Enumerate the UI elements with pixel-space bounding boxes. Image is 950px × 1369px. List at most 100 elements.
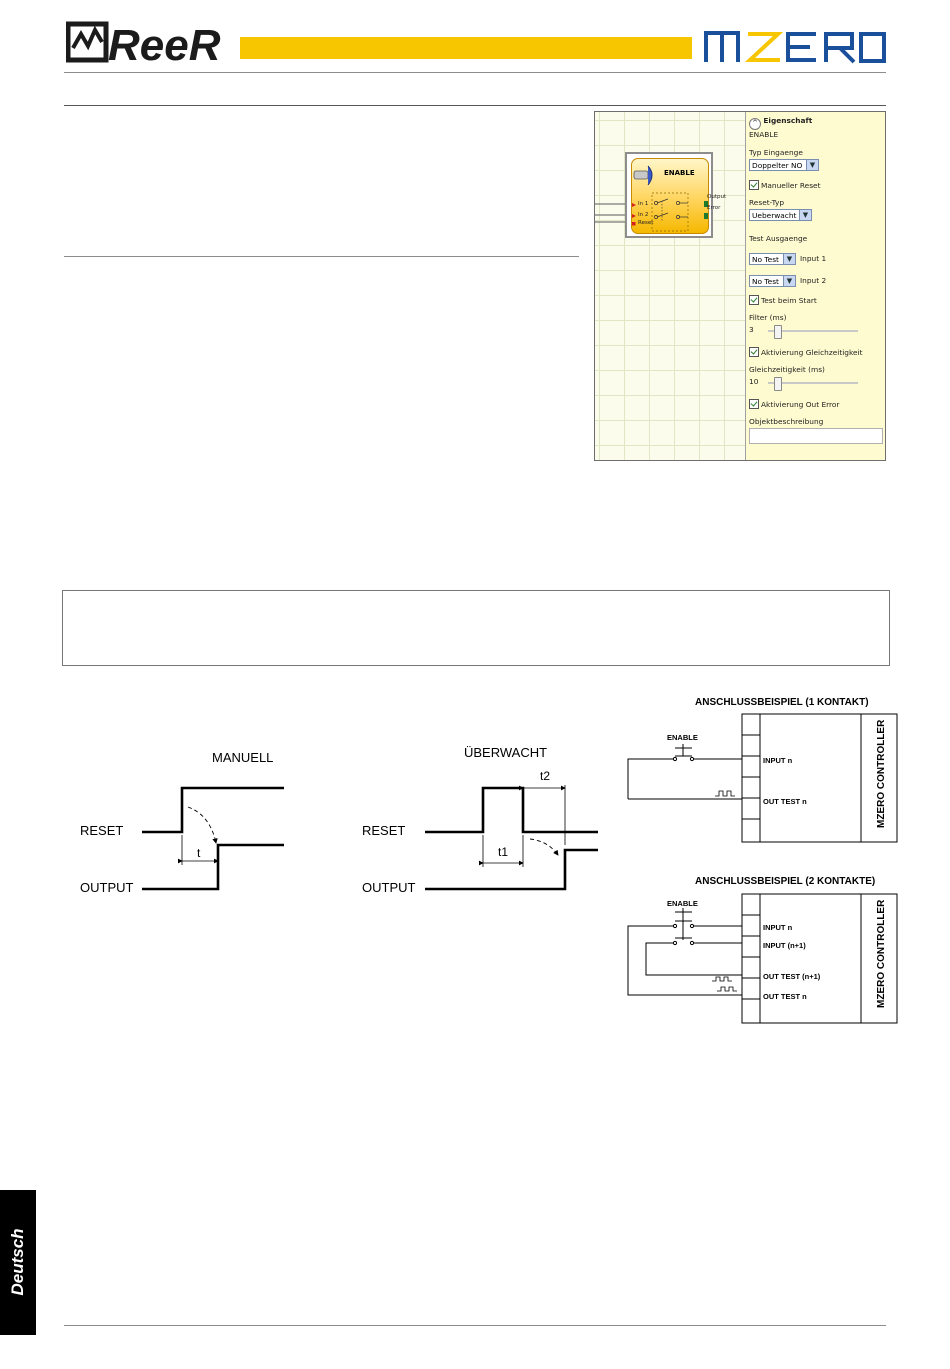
ex1-title: ANSCHLUSSBEISPIEL (1 KONTAKT) — [695, 697, 869, 708]
designer-screenshot: ENABLE In 1 In 2 Reset Output Error ^ Ei… — [594, 111, 886, 461]
ueberwacht-reset-label: RESET — [362, 823, 405, 838]
ex2-input2-label: INPUT (n+1) — [763, 941, 806, 950]
enable-symbol-icon — [647, 165, 653, 186]
block-input-in2: In 2 — [638, 212, 649, 218]
typ-eingaenge-select[interactable]: Doppelter NO▼ — [749, 159, 819, 171]
block-error-label: Error — [707, 205, 721, 211]
manuell-output-label: OUTPUT — [80, 880, 134, 895]
mzero-logo — [704, 31, 886, 64]
reset-typ-select[interactable]: Ueberwacht▼ — [749, 209, 812, 221]
note-box — [62, 590, 890, 666]
gleichzeitigkeit-checkbox[interactable] — [749, 347, 759, 357]
gleichzeitigkeit-slider-track[interactable] — [768, 382, 858, 384]
timing-diagrams: MANUELL RESET OUTPUT t ÜBERWACHT RESET O… — [80, 745, 598, 895]
ex1-controller-label: MZERO CONTROLLER — [876, 719, 887, 828]
test-start-label: Test beim Start — [761, 296, 817, 305]
ex2-test-pulse-icon-1 — [712, 976, 732, 982]
block-input-reset: Reset — [638, 220, 654, 226]
reset-typ-value: Ueberwacht — [752, 211, 797, 220]
language-label: Deutsch — [8, 1228, 27, 1296]
manuell-t-label: t — [197, 846, 201, 860]
filter-slider-handle[interactable] — [774, 325, 782, 339]
section-rule — [64, 105, 886, 106]
ex1-test-label: OUT TEST n — [763, 797, 807, 806]
chevron-down-icon[interactable]: ▼ — [783, 276, 795, 286]
ueberwacht-t1-label: t1 — [498, 845, 508, 859]
gleichzeitigkeit-check-row[interactable]: Aktivierung Gleichzeitigkeit — [749, 347, 862, 357]
reset-typ-label: Reset-Typ — [749, 198, 785, 207]
filter-slider-track[interactable] — [768, 330, 858, 332]
ex2-test1-label: OUT TEST (n+1) — [763, 972, 821, 981]
objektbeschreibung-label: Objektbeschreibung — [749, 417, 824, 426]
chevron-down-icon[interactable]: ▼ — [806, 160, 818, 170]
ueberwacht-title: ÜBERWACHT — [464, 745, 547, 760]
manuell-reset-signal — [142, 786, 284, 834]
ueberwacht-causal-arrow — [529, 838, 559, 856]
enable-function-block[interactable]: ENABLE In 1 In 2 Reset Output Error — [625, 152, 726, 238]
typ-eingaenge-value: Doppelter NO — [752, 161, 803, 170]
manual-reset-checkbox[interactable] — [749, 180, 759, 190]
chevron-down-icon[interactable]: ▼ — [783, 254, 795, 264]
props-header[interactable]: ^ Eigenschaft — [749, 116, 812, 130]
reer-logo: ReeR — [66, 21, 221, 64]
wiring-example-2: ANSCHLUSSBEISPIEL (2 KONTAKTE) INPUT n I… — [627, 876, 898, 1024]
typ-eingaenge-label: Typ Eingaenge — [749, 148, 803, 157]
header-rule — [64, 72, 886, 73]
test-input1-value: No Test — [752, 255, 779, 264]
chevron-down-icon[interactable]: ▼ — [799, 210, 811, 220]
out-error-label: Aktivierung Out Error — [761, 400, 840, 409]
out-error-checkbox[interactable] — [749, 399, 759, 409]
key-icon — [633, 170, 649, 180]
props-block-name: ENABLE — [749, 130, 779, 139]
test-input1-label: Input 1 — [800, 254, 827, 263]
gleichzeitigkeit-check-label: Aktivierung Gleichzeitigkeit — [761, 348, 863, 357]
footer-rule — [64, 1325, 886, 1326]
manuell-reset-label: RESET — [80, 823, 123, 838]
block-title: ENABLE — [664, 169, 695, 177]
language-tab: Deutsch — [0, 1190, 36, 1335]
manual-reset-row[interactable]: Manueller Reset — [749, 180, 821, 190]
ueberwacht-t2-label: t2 — [540, 769, 550, 783]
props-header-label: Eigenschaft — [763, 116, 813, 125]
ex2-enable-label: ENABLE — [667, 899, 698, 908]
test-input2-label: Input 2 — [800, 276, 827, 285]
gleichzeitigkeit-value: 10 — [749, 377, 759, 386]
test-ausgaenge-label: Test Ausgaenge — [749, 234, 808, 243]
test-input1-select[interactable]: No Test ▼ — [749, 253, 796, 265]
test-start-row[interactable]: Test beim Start — [749, 295, 817, 305]
ueberwacht-output-signal — [425, 848, 598, 891]
gleichzeitigkeit-label: Gleichzeitigkeit (ms) — [749, 365, 825, 374]
block-output-label: Output — [707, 194, 727, 200]
manual-reset-label: Manueller Reset — [761, 181, 821, 190]
manuell-title: MANUELL — [212, 750, 273, 765]
ueberwacht-reset-signal — [425, 786, 598, 834]
ex2-input1-label: INPUT n — [763, 923, 793, 932]
test-input2-select[interactable]: No Test ▼ — [749, 275, 796, 287]
ex2-title: ANSCHLUSSBEISPIEL (2 KONTAKTE) — [695, 876, 875, 887]
block-body: ENABLE In 1 In 2 Reset — [631, 158, 709, 234]
reer-logo-text: ReeR — [108, 21, 221, 64]
block-input-in1: In 1 — [638, 201, 649, 207]
design-canvas: ENABLE In 1 In 2 Reset Output Error — [595, 112, 745, 460]
manuell-output-signal — [142, 843, 284, 891]
ex2-test-pulse-icon-2 — [717, 986, 737, 992]
out-error-row[interactable]: Aktivierung Out Error — [749, 399, 839, 409]
filter-label: Filter (ms) — [749, 313, 787, 322]
text-divider — [64, 256, 579, 257]
ex1-test-pulse-icon — [715, 790, 735, 797]
objektbeschreibung-input[interactable] — [749, 428, 883, 444]
ex2-test2-label: OUT TEST n — [763, 992, 807, 1001]
test-input2-value: No Test — [752, 277, 779, 286]
test-start-checkbox[interactable] — [749, 295, 759, 305]
manuell-causal-arrow — [187, 806, 218, 844]
gleichzeitigkeit-slider-handle[interactable] — [774, 377, 782, 391]
collapse-icon[interactable]: ^ — [749, 118, 761, 130]
ueberwacht-output-label: OUTPUT — [362, 880, 416, 895]
ex1-input-label: INPUT n — [763, 756, 793, 765]
wiring-example-1: ANSCHLUSSBEISPIEL (1 KONTAKT) INPUT n OU… — [627, 697, 898, 843]
block-graphics — [632, 165, 708, 232]
ex2-controller-label: MZERO CONTROLLER — [876, 899, 887, 1008]
filter-value: 3 — [749, 325, 754, 334]
properties-panel: ^ Eigenschaft ENABLE Typ Eingaenge Doppe… — [745, 112, 885, 460]
ex1-enable-label: ENABLE — [667, 733, 698, 742]
